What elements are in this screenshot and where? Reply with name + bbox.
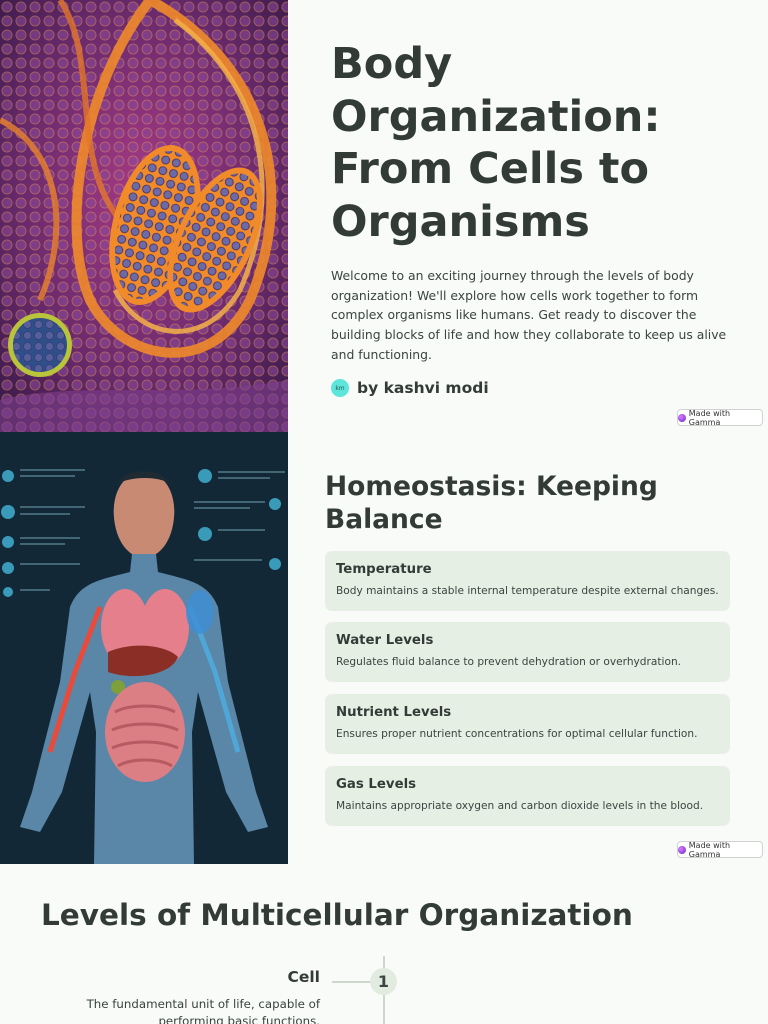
avatar: km: [331, 379, 349, 397]
cell-tissue-image: [0, 0, 288, 432]
badge-label: Made with Gamma: [688, 408, 731, 427]
made-with-gamma-badge[interactable]: Made with Gamma: [677, 840, 763, 859]
card-title: Gas Levels: [336, 777, 417, 792]
card-title: Temperature: [336, 562, 432, 577]
timeline-connector: [332, 981, 372, 983]
slide-intro: Body Organization: From Cells to Organis…: [0, 0, 768, 432]
card-title: Water Levels: [336, 633, 434, 648]
timeline-step-description: The fundamental unit of life, capable of…: [86, 997, 320, 1024]
card-title: Nutrient Levels: [336, 705, 452, 720]
card-nutrient-levels: Nutrient Levels Ensures proper nutrient …: [325, 694, 730, 754]
human-anatomy-image: [0, 432, 288, 864]
card-temperature: Temperature Body maintains a stable inte…: [325, 551, 730, 611]
author-byline[interactable]: km by kashvi modi: [331, 378, 489, 398]
card-gas-levels: Gas Levels Maintains appropriate oxygen …: [325, 766, 730, 826]
page-title: Body Organization: From Cells to Organis…: [331, 39, 661, 247]
badge-label: Made with Gamma: [688, 840, 731, 859]
homeostasis-title: Homeostasis: Keeping Balance: [325, 471, 658, 535]
card-water-levels: Water Levels Regulates fluid balance to …: [325, 622, 730, 682]
slide-levels: Levels of Multicellular Organization 1 C…: [0, 864, 768, 1024]
author-name: by kashvi modi: [357, 379, 489, 397]
card-description: Regulates fluid balance to prevent dehyd…: [336, 656, 682, 668]
card-description: Maintains appropriate oxygen and carbon …: [336, 800, 704, 812]
card-description: Body maintains a stable internal tempera…: [336, 585, 719, 597]
gamma-logo-icon: [678, 845, 686, 854]
slide-homeostasis: Homeostasis: Keeping Balance Temperature…: [0, 432, 768, 864]
timeline-step-label: Cell: [287, 968, 320, 986]
timeline-step-number: 1: [370, 968, 397, 995]
levels-title: Levels of Multicellular Organization: [41, 898, 633, 932]
card-description: Ensures proper nutrient concentrations f…: [336, 728, 698, 740]
made-with-gamma-badge[interactable]: Made with Gamma: [677, 408, 763, 427]
intro-paragraph: Welcome to an exciting journey through t…: [331, 268, 727, 362]
gamma-logo-icon: [678, 413, 686, 422]
